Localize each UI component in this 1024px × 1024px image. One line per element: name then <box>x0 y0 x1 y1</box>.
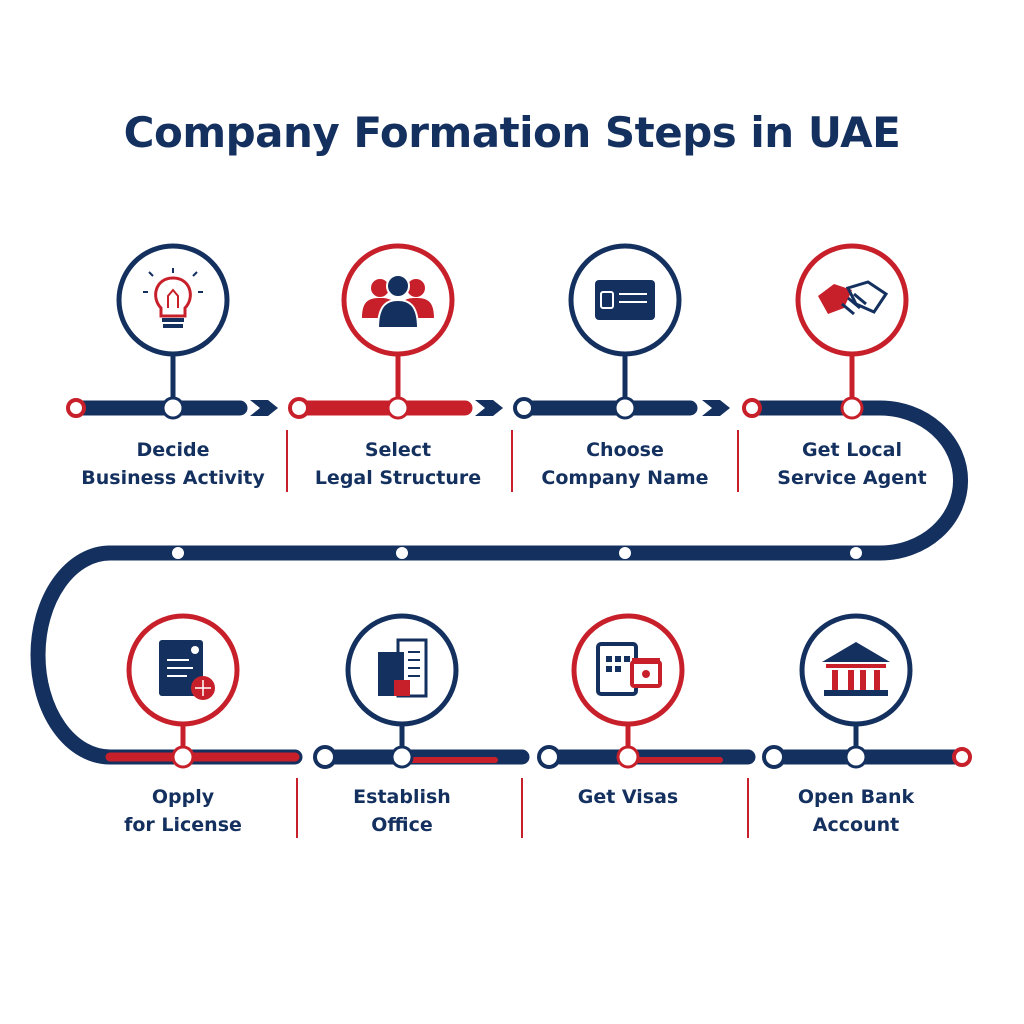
name-card-icon <box>595 280 655 320</box>
track-dot <box>619 547 631 559</box>
marker-node <box>171 745 195 769</box>
step-label-7: Get Visas <box>523 783 733 811</box>
arrow-icons <box>250 400 730 416</box>
marker-node <box>386 396 410 420</box>
step-markers <box>116 243 913 769</box>
chevron-right-icon <box>250 400 278 416</box>
end-node <box>513 397 535 419</box>
step-label-line2: Company Name <box>541 467 709 489</box>
marker-ring <box>116 243 230 357</box>
marker-ring <box>799 613 913 727</box>
step-label-line1: Open Bank <box>797 786 915 808</box>
bank-icon <box>822 642 890 696</box>
end-node <box>288 397 310 419</box>
marker-node <box>161 396 185 420</box>
marker-node <box>613 396 637 420</box>
track-dot <box>396 547 408 559</box>
step-label-line1: Choose <box>586 439 664 461</box>
step-marker-5 <box>126 613 240 769</box>
office-documents-icon <box>378 638 428 698</box>
track-curve-left <box>30 545 303 765</box>
track-curve-right <box>102 400 969 561</box>
step-label-line1: Select <box>364 439 432 461</box>
end-node <box>66 398 86 418</box>
step-marker-3 <box>568 243 682 420</box>
marker-node <box>840 396 864 420</box>
track-dot <box>850 547 862 559</box>
page-title: Company Formation Steps in UAE <box>123 108 901 157</box>
divider <box>521 778 523 838</box>
step-label-line1: Decide <box>136 439 210 461</box>
divider <box>747 778 749 838</box>
divider <box>286 430 288 492</box>
divider <box>511 430 513 492</box>
step-label-line2: Office <box>371 814 433 836</box>
divider <box>296 778 298 838</box>
step-label-line1: Establish <box>353 786 451 808</box>
step-label-5: Opply for License <box>78 783 288 839</box>
end-nodes <box>66 397 972 769</box>
handshake-icon <box>818 280 889 316</box>
end-node <box>742 398 762 418</box>
step-marker-8 <box>799 613 913 769</box>
step-marker-6 <box>345 613 459 769</box>
step-label-line2: Service Agent <box>777 467 927 489</box>
lightbulb-icon <box>143 268 203 328</box>
step-marker-7 <box>571 613 685 769</box>
visa-stamp-icon <box>596 642 662 696</box>
step-label-line1: Opply <box>151 786 215 808</box>
step-marker-2 <box>341 243 455 420</box>
step-marker-4 <box>795 243 909 420</box>
end-node <box>762 745 786 769</box>
people-group-icon <box>362 274 434 329</box>
chevron-right-icon <box>702 400 730 416</box>
license-document-icon <box>159 640 215 700</box>
chevron-right-icon <box>475 400 503 416</box>
track-dot <box>172 547 184 559</box>
end-node <box>313 745 337 769</box>
marker-node <box>390 745 414 769</box>
timeline-track <box>30 400 969 765</box>
step-label-line2: Legal Structure <box>314 467 482 489</box>
marker-ring <box>571 613 685 727</box>
divider <box>737 430 739 492</box>
step-label-line1: Get Local <box>802 439 902 461</box>
step-marker-1 <box>116 243 230 420</box>
marker-node <box>844 745 868 769</box>
marker-node <box>616 745 640 769</box>
step-label-line2: for License <box>124 814 242 836</box>
step-label-line1: Get Visas <box>577 786 679 808</box>
step-label-line2: Account <box>812 814 900 836</box>
end-node <box>952 747 972 767</box>
end-node <box>537 745 561 769</box>
step-label-line2: Business Activity <box>81 467 265 489</box>
